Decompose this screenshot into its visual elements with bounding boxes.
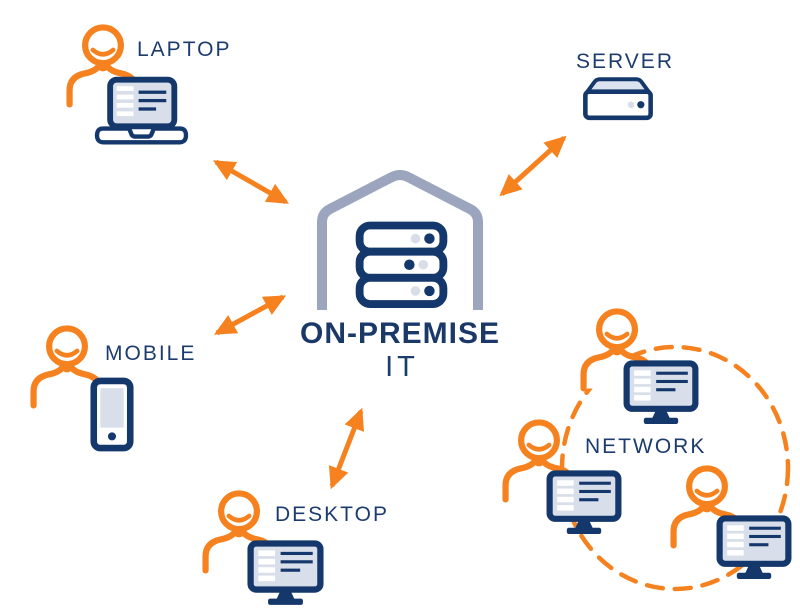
server-icon [585,79,650,118]
arrow-laptop-onpremise [213,159,289,205]
arrow-server-onpremise [499,135,567,197]
mobile-label: MOBILE [105,342,197,365]
network-monitor-1-icon [627,363,696,424]
phone-icon [94,381,131,448]
laptop-icon [97,80,186,143]
server-label: SERVER [576,50,674,73]
laptop-label: LAPTOP [137,38,232,61]
network-monitor-2-icon [550,473,619,534]
network-label: NETWORK [585,435,707,458]
arrow-mobile-onpremise [213,294,287,336]
network-monitor-3-icon [720,518,789,579]
on-premise-building-outline [317,170,483,310]
desktop-label: DESKTOP [275,503,389,526]
arrow-desktop-onpremise [328,407,365,490]
server-rack-icon [360,225,444,304]
on-premise-subtitle: IT [385,351,419,383]
on-premise-title: ON-PREMISE [299,317,501,350]
mobile-user-icon [34,328,101,405]
desktop-monitor-icon [251,543,321,604]
